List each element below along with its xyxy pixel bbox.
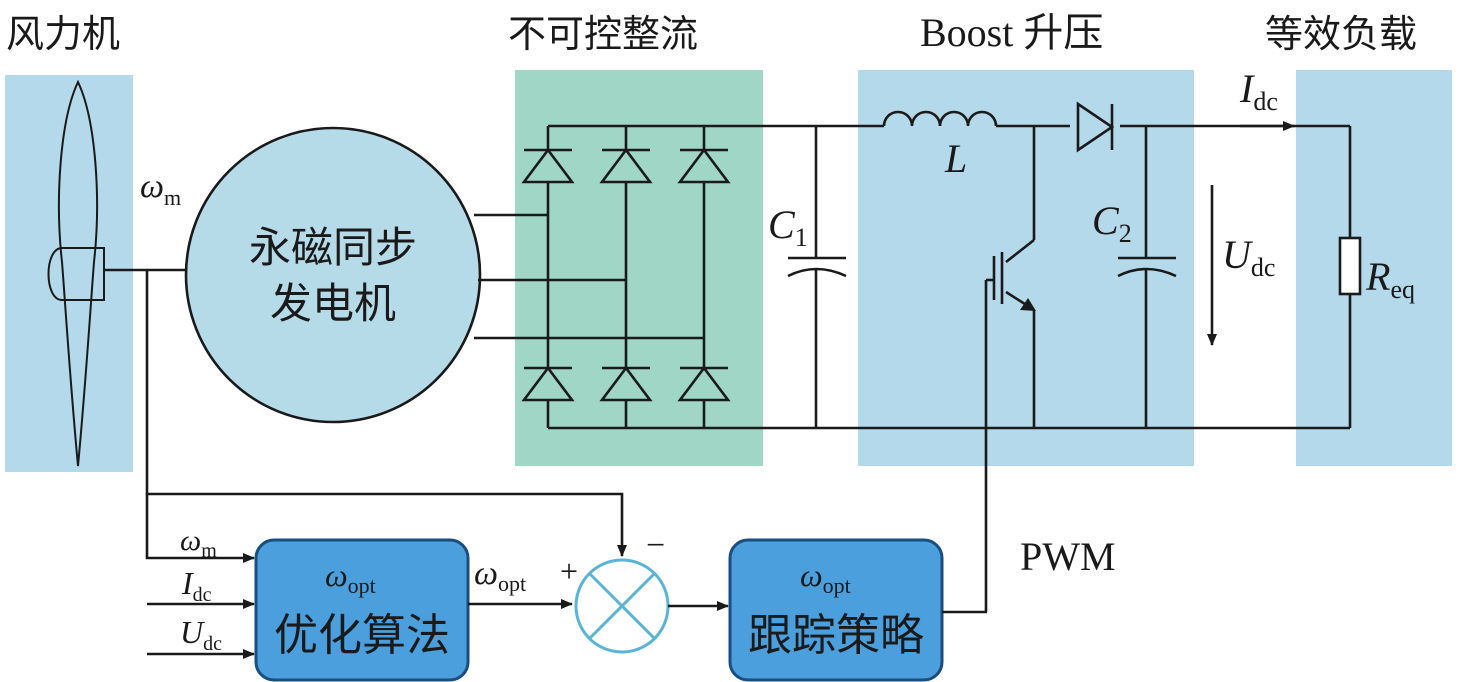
load-panel xyxy=(1296,70,1452,466)
load-title: 等效负载 xyxy=(1265,12,1417,56)
optimizer-omega-opt: ωopt xyxy=(325,557,376,598)
input-udc-label: Udc xyxy=(180,614,222,655)
diode-top-3 xyxy=(677,147,731,184)
rectifier-panel xyxy=(515,70,763,466)
pmsg-generator xyxy=(184,126,482,424)
boost-diode xyxy=(1070,101,1120,153)
summing-junction xyxy=(574,558,670,654)
load-resistor xyxy=(1338,126,1362,428)
wind-turbine-panel xyxy=(5,75,133,472)
wind-turbine-icon xyxy=(47,79,105,467)
rectifier-title: 不可控整流 xyxy=(508,12,698,56)
diode-bottom-3 xyxy=(677,365,731,402)
capacitor-c2 xyxy=(1117,126,1177,428)
input-omega-m-label: ωm xyxy=(180,524,217,562)
diode-bottom-1 xyxy=(521,365,575,402)
optimizer-label: 优化算法 xyxy=(274,610,450,661)
summer-plus-sign: + xyxy=(560,553,578,589)
boost-panel xyxy=(858,70,1194,466)
omega-opt-output-label: ωopt xyxy=(474,555,526,596)
pwm-label: PWM xyxy=(1020,534,1116,579)
c2-label: C2 xyxy=(1092,198,1132,248)
wind-turbine-title: 风力机 xyxy=(6,12,120,56)
req-label: Req xyxy=(1365,254,1415,304)
tracker-omega-opt: ωopt xyxy=(800,557,851,598)
c1-label: C1 xyxy=(768,202,808,252)
boost-title: Boost 升压 xyxy=(920,10,1103,55)
diode-bottom-2 xyxy=(599,365,653,402)
generator-label-line2: 发电机 xyxy=(270,279,396,328)
udc-label: Udc xyxy=(1222,232,1275,282)
generator-label-line1: 永磁同步 xyxy=(249,223,417,272)
capacitor-c1 xyxy=(787,126,847,428)
idc-label: Idc xyxy=(1239,66,1278,116)
igbt-switch xyxy=(984,126,1036,612)
omega-m-shaft-label: ωm xyxy=(140,168,181,210)
summer-minus-sign: − xyxy=(646,527,665,564)
diode-top-2 xyxy=(599,147,653,184)
optimizer-block xyxy=(254,538,470,682)
diode-top-1 xyxy=(521,147,575,184)
inductor-l xyxy=(882,106,998,128)
tracker-label: 跟踪策略 xyxy=(748,610,924,661)
rectifier-bridge xyxy=(521,124,1350,430)
inductor-label: L xyxy=(944,136,967,181)
input-idc-label: Idc xyxy=(181,565,212,606)
tracker-block xyxy=(728,538,944,682)
